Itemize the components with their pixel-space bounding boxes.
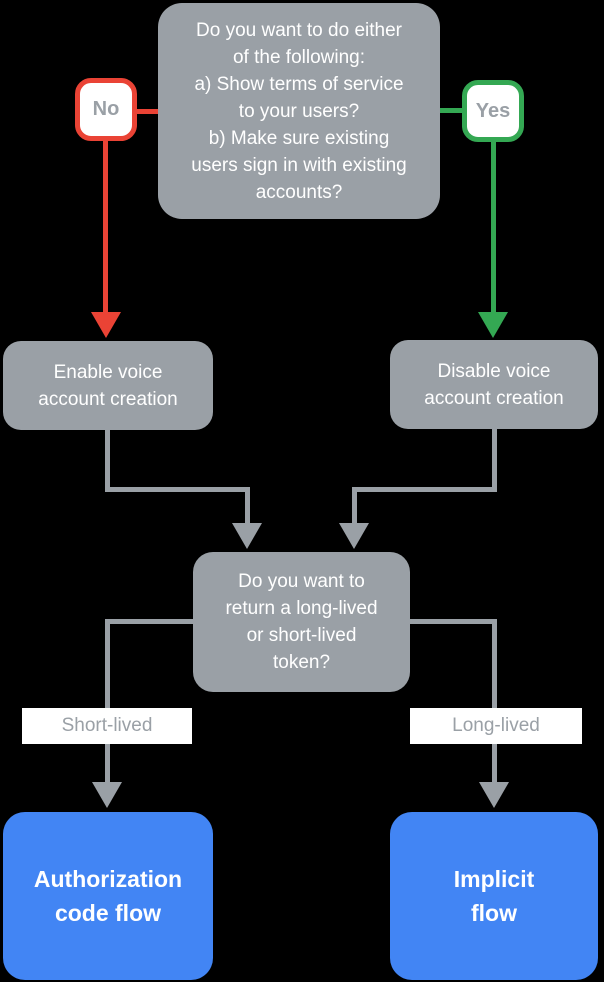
action-node-disable-voice-account-creation: Disable voice account creation xyxy=(390,340,598,429)
connector-enable-horizontal xyxy=(105,487,250,492)
arrowhead-no-branch xyxy=(91,312,121,338)
connector-yes-vertical xyxy=(491,141,496,312)
branch-label-short-lived: Short-lived xyxy=(22,708,192,744)
connector-merge-left-down xyxy=(245,487,250,525)
result-node-authorization-code-flow: Authorization code flow xyxy=(3,812,213,980)
connector-token-left-horizontal xyxy=(105,619,193,624)
result-node-implicit-flow: Implicit flow xyxy=(390,812,598,980)
connector-disable-down xyxy=(492,429,497,489)
connector-disable-horizontal xyxy=(352,487,497,492)
arrowhead-merge-left xyxy=(232,523,262,549)
arrowhead-merge-right xyxy=(339,523,369,549)
connector-enable-down xyxy=(105,430,110,489)
decision-label-no: No xyxy=(75,78,137,141)
connector-token-left-down xyxy=(105,619,110,782)
arrowhead-short-lived xyxy=(92,782,122,808)
connector-token-right-down xyxy=(492,619,497,782)
question-node-terms-of-service: Do you want to do either of the followin… xyxy=(158,3,440,219)
arrowhead-long-lived xyxy=(479,782,509,808)
connector-no-vertical xyxy=(103,140,108,312)
action-node-enable-voice-account-creation: Enable voice account creation xyxy=(3,341,213,430)
branch-label-long-lived: Long-lived xyxy=(410,708,582,744)
connector-merge-right-down xyxy=(352,487,357,525)
connector-no-horizontal xyxy=(132,109,158,114)
connector-token-right-horizontal xyxy=(410,619,497,624)
connector-yes-horizontal xyxy=(440,108,462,113)
decision-label-yes: Yes xyxy=(462,80,524,142)
question-node-token-lifetime: Do you want to return a long-lived or sh… xyxy=(193,552,410,692)
arrowhead-yes-branch xyxy=(478,312,508,338)
